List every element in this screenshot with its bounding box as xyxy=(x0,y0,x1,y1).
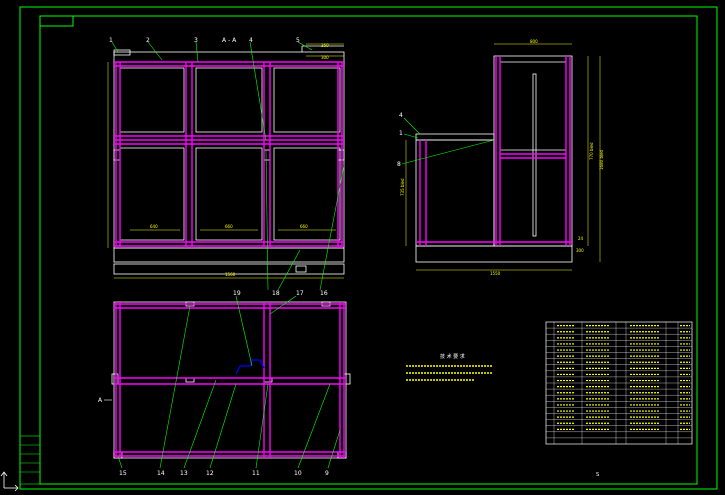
front-bottom-callout-16: 16 xyxy=(320,290,328,297)
plan-callout-10: 10 xyxy=(294,470,302,477)
svg-text:300: 300 xyxy=(576,248,584,253)
side-view: 800 1550 735 bled 770 bled 1680 bled 24 … xyxy=(397,39,604,276)
plan-callout-14: 14 xyxy=(157,470,165,477)
svg-text:300: 300 xyxy=(321,55,329,60)
front-callout-4: 4 xyxy=(249,37,253,44)
svg-text:1560: 1560 xyxy=(225,272,236,277)
svg-text:1680 bled: 1680 bled xyxy=(599,149,604,170)
technical-notes: 技 术 要 求 xyxy=(406,353,492,381)
plan-view: 19 15 14 13 12 11 10 9 A xyxy=(98,290,351,477)
sheet-border xyxy=(19,6,718,490)
svg-text:350: 350 xyxy=(321,43,329,48)
plan-callout-13: 13 xyxy=(180,470,188,477)
parts-list xyxy=(545,321,693,445)
front-callout-1: 1 xyxy=(109,37,113,44)
front-bottom-callout-17: 17 xyxy=(296,290,304,297)
side-callout-4: 4 xyxy=(399,112,403,119)
ucs-axis-icon xyxy=(0,471,19,492)
front-callout-2: 2 xyxy=(146,37,150,44)
svg-text:800: 800 xyxy=(530,39,538,44)
svg-text:24: 24 xyxy=(578,236,584,241)
side-callout-8: 8 xyxy=(397,161,401,168)
plan-callout-11: 11 xyxy=(252,470,260,477)
svg-text:1550: 1550 xyxy=(490,271,501,276)
svg-text:770 bled: 770 bled xyxy=(589,142,594,160)
svg-text:640: 640 xyxy=(150,224,158,229)
front-callout-5: 5 xyxy=(296,37,300,44)
svg-text:660: 660 xyxy=(225,224,233,229)
plan-callout-15: 15 xyxy=(119,470,127,477)
notes-title: 技 术 要 求 xyxy=(440,353,465,360)
front-view: 1560 640 660 660 350 300 1 2 3 A - A 4 5… xyxy=(107,37,345,297)
plan-callout-9: 9 xyxy=(325,470,329,477)
plan-callout-12: 12 xyxy=(206,470,214,477)
left-title-strip xyxy=(19,435,41,485)
svg-text:660: 660 xyxy=(300,224,308,229)
section-label: A - A xyxy=(222,37,237,44)
front-bottom-callout-18: 18 xyxy=(272,290,280,297)
side-callout-1: 1 xyxy=(399,130,403,137)
front-callout-3: 3 xyxy=(194,37,198,44)
sheet-number: S xyxy=(596,472,599,478)
view-marker-a: A xyxy=(98,397,103,404)
svg-text:735 bled: 735 bled xyxy=(400,178,405,196)
plan-callout-19: 19 xyxy=(233,290,241,297)
